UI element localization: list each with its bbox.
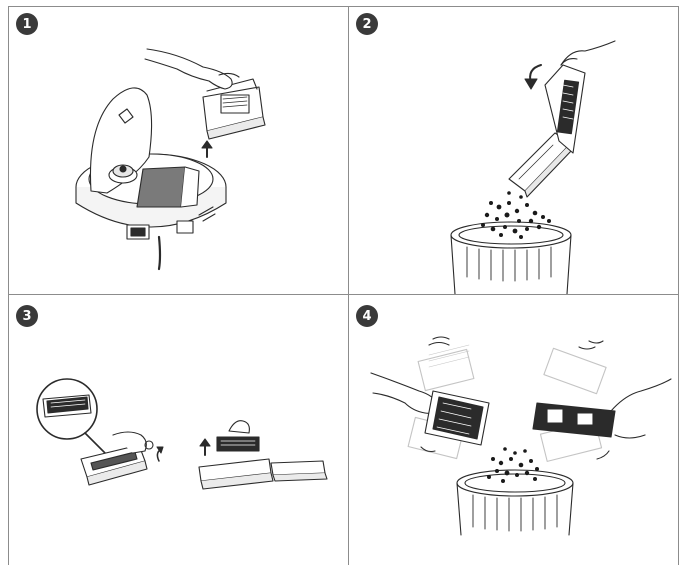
tap-filters-clean-illustration bbox=[349, 295, 678, 565]
empty-dustbin-into-trash-illustration bbox=[349, 7, 678, 294]
frame-right bbox=[678, 6, 679, 565]
step-panel-1: 1 bbox=[9, 7, 348, 294]
remove-filter-illustration bbox=[9, 295, 348, 565]
step-panel-4: 4 bbox=[349, 295, 678, 565]
step-panel-2: 2 bbox=[349, 7, 678, 294]
robot-vacuum-dustbin-removal-illustration bbox=[9, 7, 348, 294]
step-panel-3: 3 bbox=[9, 295, 348, 565]
